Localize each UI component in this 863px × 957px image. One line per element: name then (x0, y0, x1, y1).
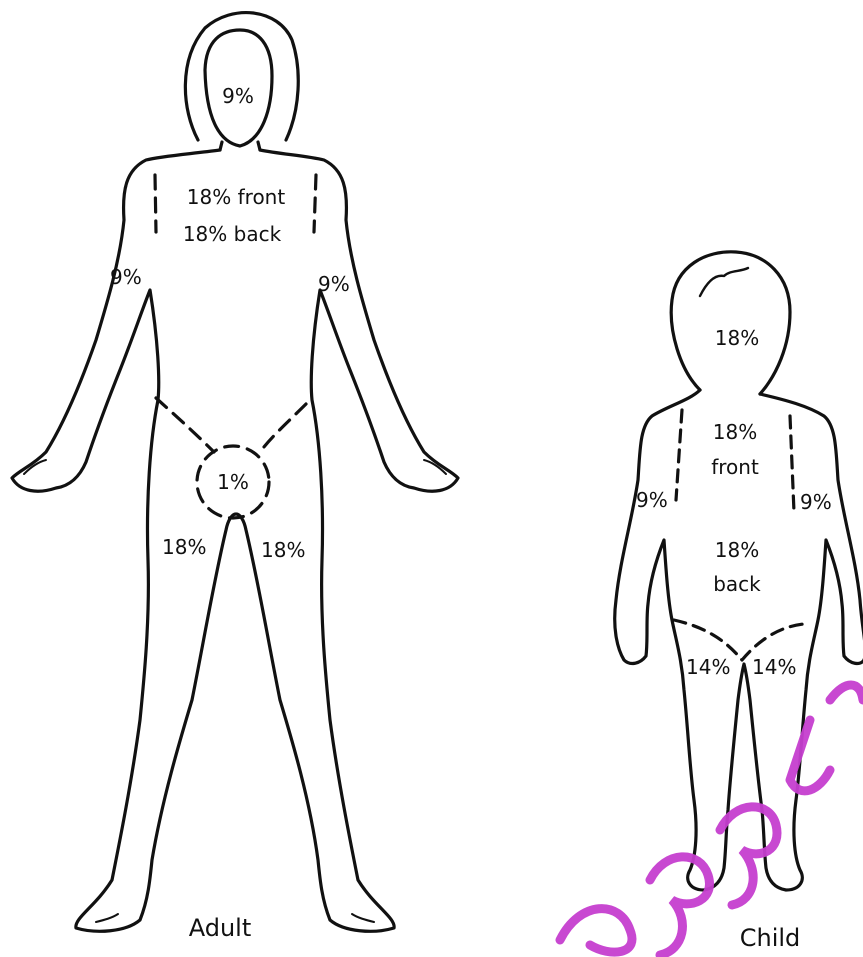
adult-head-label: 9% (222, 84, 254, 108)
child-head-label: 18% (715, 326, 759, 350)
watermark-logo (560, 685, 863, 955)
adult-right-groin-line (260, 404, 306, 452)
child-trunk-front-value: 18% (713, 420, 757, 444)
adult-left-groin-line (156, 398, 214, 452)
child-waist-line (674, 620, 804, 660)
adult-genital-label: 1% (217, 470, 249, 494)
child-trunk-back-value: 18% (715, 538, 759, 562)
adult-trunk-front-label: 18% front (187, 185, 285, 209)
adult-left-leg-label: 18% (162, 535, 206, 559)
child-trunk-front-word: front (711, 455, 759, 479)
adult-right-shoulder-line (314, 175, 316, 232)
child-right-arm-label: 9% (800, 490, 832, 514)
child-left-shoulder-line (676, 410, 682, 500)
adult-trunk-back-label: 18% back (183, 222, 281, 246)
adult-left-arm-label: 9% (110, 265, 142, 289)
child-hair (700, 268, 748, 296)
adult-hair (185, 13, 298, 140)
child-left-arm-label: 9% (636, 488, 668, 512)
child-caption: Child (740, 924, 801, 953)
adult-right-leg-label: 18% (261, 538, 305, 562)
child-right-leg-label: 14% (752, 655, 796, 679)
child-left-leg-label: 14% (686, 655, 730, 679)
child-right-shoulder-line (790, 416, 794, 512)
child-trunk-back-word: back (713, 572, 761, 596)
adult-left-shoulder-line (155, 175, 156, 232)
adult-right-arm-label: 9% (318, 272, 350, 296)
child-zone-lines (674, 410, 804, 660)
adult-caption: Adult (189, 914, 252, 943)
